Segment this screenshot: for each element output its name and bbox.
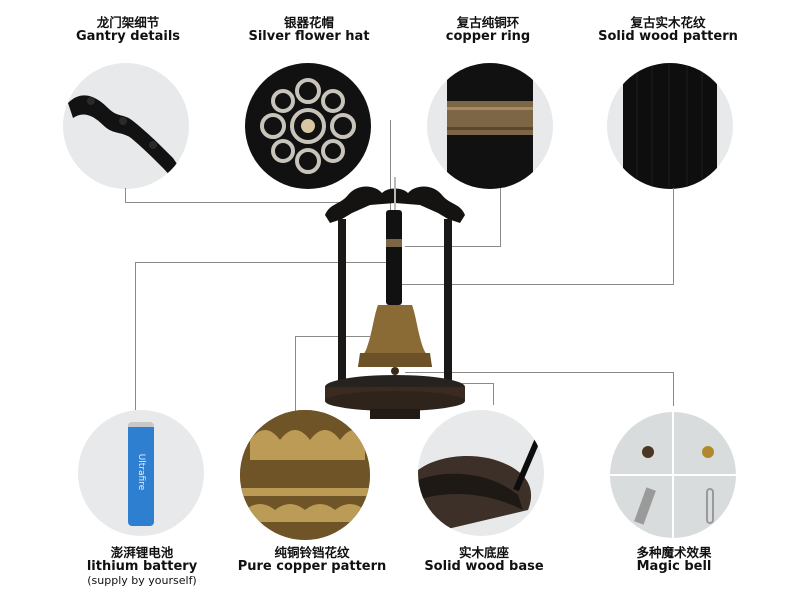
feature-label-copper-pattern: 纯铜铃铛花纹 Pure copper pattern (224, 545, 400, 575)
connector-line (295, 336, 370, 337)
feature-label-gantry: 龙门架细节 Gantry details (48, 15, 208, 45)
feature-title-zh: 复古纯铜环 (456, 15, 520, 30)
feature-title-en: Gantry details (75, 29, 181, 45)
battery-icon: Ultrafire (128, 422, 154, 526)
wood-base-icon (418, 418, 544, 536)
magic-effects-image (610, 412, 736, 538)
feature-title-en: Magic bell (636, 559, 712, 575)
feature-title-en: Solid wood pattern (598, 29, 738, 45)
feature-title-zh: 银器花帽 (283, 15, 334, 30)
feature-title-zh: 多种魔术效果 (636, 545, 712, 560)
connector-line (405, 246, 501, 247)
spring-clip-icon (706, 488, 714, 524)
feature-title-en: Solid wood base (424, 559, 544, 575)
bronze-bell-charm-icon (642, 446, 654, 458)
feature-label-battery: 澎湃锂电池 lithium battery (supply by yoursel… (62, 545, 222, 588)
feature-title-zh: 复古实木花纹 (630, 15, 706, 30)
feature-title-en: copper ring (445, 29, 531, 45)
connector-line (673, 188, 674, 284)
grid-divider (610, 474, 736, 476)
connector-line (295, 336, 296, 411)
copper-engraving-icon (240, 410, 370, 540)
silver-flower-hat-image (245, 63, 371, 189)
connector-line (390, 120, 391, 230)
connector-line (445, 383, 493, 384)
feature-title-zh: 澎湃锂电池 (110, 545, 174, 560)
bell-gantry-icon (325, 177, 465, 419)
feature-title-en: lithium battery (86, 559, 198, 575)
feature-title-zh: 纯铜铃铛花纹 (274, 545, 350, 560)
copper-ring-icon (447, 63, 533, 189)
connector-line (405, 372, 673, 373)
silver-flower-icon (260, 78, 356, 174)
feature-label-wood-base: 实木底座 Solid wood base (404, 545, 564, 575)
lithium-battery-image: Ultrafire (78, 410, 204, 536)
feature-title-zh: 龙门架细节 (96, 15, 160, 30)
feature-note: (supply by yourself) (87, 574, 197, 588)
connector-line (125, 188, 126, 202)
connector-line (673, 372, 674, 406)
alligator-clip-icon (634, 487, 656, 525)
feature-title-en: Pure copper pattern (237, 559, 387, 575)
feature-label-copper-ring: 复古纯铜环 copper ring (408, 15, 568, 45)
feature-label-magic-bell: 多种魔术效果 Magic bell (594, 545, 754, 575)
gantry-ornament-icon (68, 95, 183, 181)
gantry-detail-image (63, 63, 189, 189)
feature-title-zh: 实木底座 (458, 545, 509, 560)
connector-line (125, 202, 365, 203)
wood-base-image (418, 410, 544, 536)
copper-ring-image (427, 63, 553, 189)
gold-bell-charm-icon (702, 446, 714, 458)
battery-brand-text: Ultrafire (136, 453, 146, 491)
connector-line (400, 284, 674, 285)
connector-line (135, 262, 136, 410)
feature-label-silver-hat: 银器花帽 Silver flower hat (229, 15, 389, 45)
connector-line (500, 188, 501, 246)
magic-bell-product (320, 175, 470, 425)
connector-line (135, 262, 390, 263)
feature-label-wood-pattern: 复古实木花纹 Solid wood pattern (588, 15, 748, 45)
connector-line (493, 383, 494, 405)
copper-pattern-image (240, 410, 370, 540)
feature-title-en: Silver flower hat (248, 29, 370, 45)
wood-grain-icon (623, 63, 717, 189)
wood-pattern-image (607, 63, 733, 189)
